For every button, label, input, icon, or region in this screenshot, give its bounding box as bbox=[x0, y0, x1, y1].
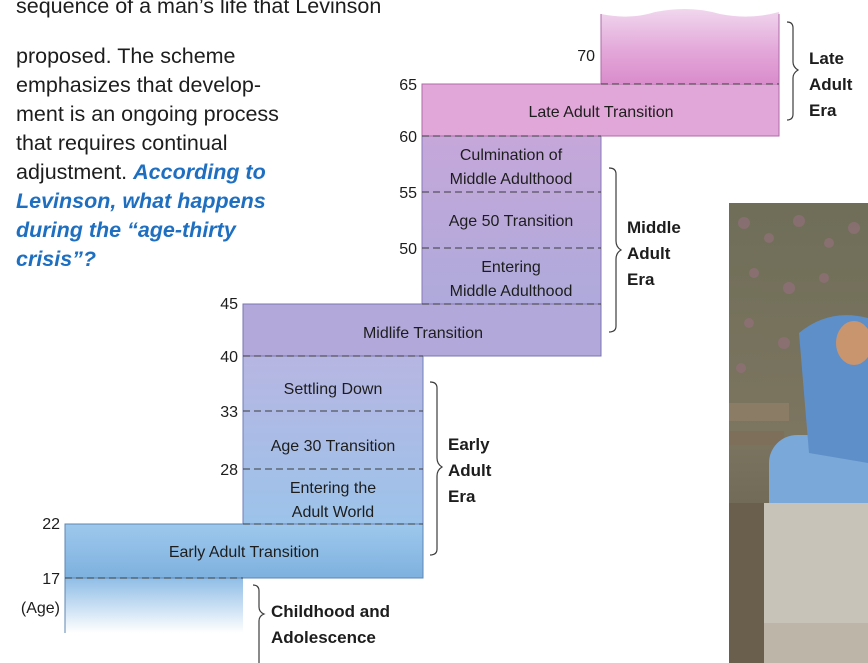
age-label-28: 28 bbox=[220, 462, 238, 479]
era-late-1: Late bbox=[809, 49, 844, 68]
era-childhood-2: Adolescence bbox=[271, 628, 376, 647]
brace-middle-adult bbox=[608, 167, 623, 333]
period-settling-down: Settling Down bbox=[284, 381, 383, 398]
caption-line: adjustment. According to bbox=[16, 160, 266, 184]
caption-line: ment is an ongoing process bbox=[16, 102, 279, 126]
era-middle-1: Middle bbox=[627, 218, 681, 237]
era-late-3: Era bbox=[809, 101, 837, 120]
age-label-70: 70 bbox=[577, 48, 595, 65]
period-midlife-transition: Midlife Transition bbox=[363, 325, 483, 342]
period-entering-middle-2: Middle Adulthood bbox=[450, 283, 573, 300]
period-age-50-transition: Age 50 Transition bbox=[449, 213, 574, 230]
age-label-17: 17 bbox=[42, 571, 60, 588]
caption-line: that requires continual bbox=[16, 131, 228, 155]
period-entering-middle-1: Entering bbox=[481, 259, 541, 276]
age-label-55: 55 bbox=[399, 185, 417, 202]
middle-adult-era-block bbox=[421, 135, 602, 305]
caption-line: emphasizes that develop- bbox=[16, 73, 262, 97]
brace-late-adult bbox=[786, 21, 800, 121]
question-line: Levinson, what happens bbox=[16, 189, 266, 213]
man-on-bench-photo bbox=[729, 203, 868, 663]
age-label-60: 60 bbox=[399, 129, 417, 146]
era-early-3: Era bbox=[448, 487, 476, 506]
age-label-50: 50 bbox=[399, 241, 417, 258]
question-line: during the “age-thirty bbox=[16, 218, 236, 242]
childhood-block bbox=[65, 578, 243, 633]
late-adult-era-block bbox=[601, 8, 779, 84]
brace-early-adult bbox=[429, 381, 444, 556]
caption-line: sequence of a man’s life that Levinson bbox=[16, 0, 382, 18]
age-label-22: 22 bbox=[42, 516, 60, 533]
period-culmination-1: Culmination of bbox=[460, 147, 563, 164]
caption-line: proposed. The scheme bbox=[16, 44, 236, 68]
age-axis-label: (Age) bbox=[21, 600, 60, 617]
period-entering-adult-world-1: Entering the bbox=[290, 480, 376, 497]
midlife-transition-block bbox=[242, 303, 602, 357]
question-line: crisis”? bbox=[16, 247, 97, 271]
period-entering-adult-world-2: Adult World bbox=[292, 504, 374, 521]
era-childhood-1: Childhood and bbox=[271, 602, 390, 621]
period-age-30-transition: Age 30 Transition bbox=[271, 438, 396, 455]
age-label-65: 65 bbox=[399, 77, 417, 94]
era-middle-3: Era bbox=[627, 270, 655, 289]
period-culmination-2: Middle Adulthood bbox=[450, 171, 573, 188]
age-label-40: 40 bbox=[220, 349, 238, 366]
question-line: According to bbox=[133, 160, 266, 184]
brace-childhood bbox=[252, 584, 266, 663]
age-label-45: 45 bbox=[220, 296, 238, 313]
period-early-adult-transition: Early Adult Transition bbox=[169, 544, 319, 561]
age-label-33: 33 bbox=[220, 404, 238, 421]
early-adult-era-block bbox=[242, 355, 424, 525]
late-adult-transition-block bbox=[421, 83, 780, 137]
era-early-2: Adult bbox=[448, 461, 492, 480]
period-late-adult-transition: Late Adult Transition bbox=[529, 104, 674, 121]
era-early-1: Early bbox=[448, 435, 490, 454]
era-late-2: Adult bbox=[809, 75, 853, 94]
era-middle-2: Adult bbox=[627, 244, 671, 263]
